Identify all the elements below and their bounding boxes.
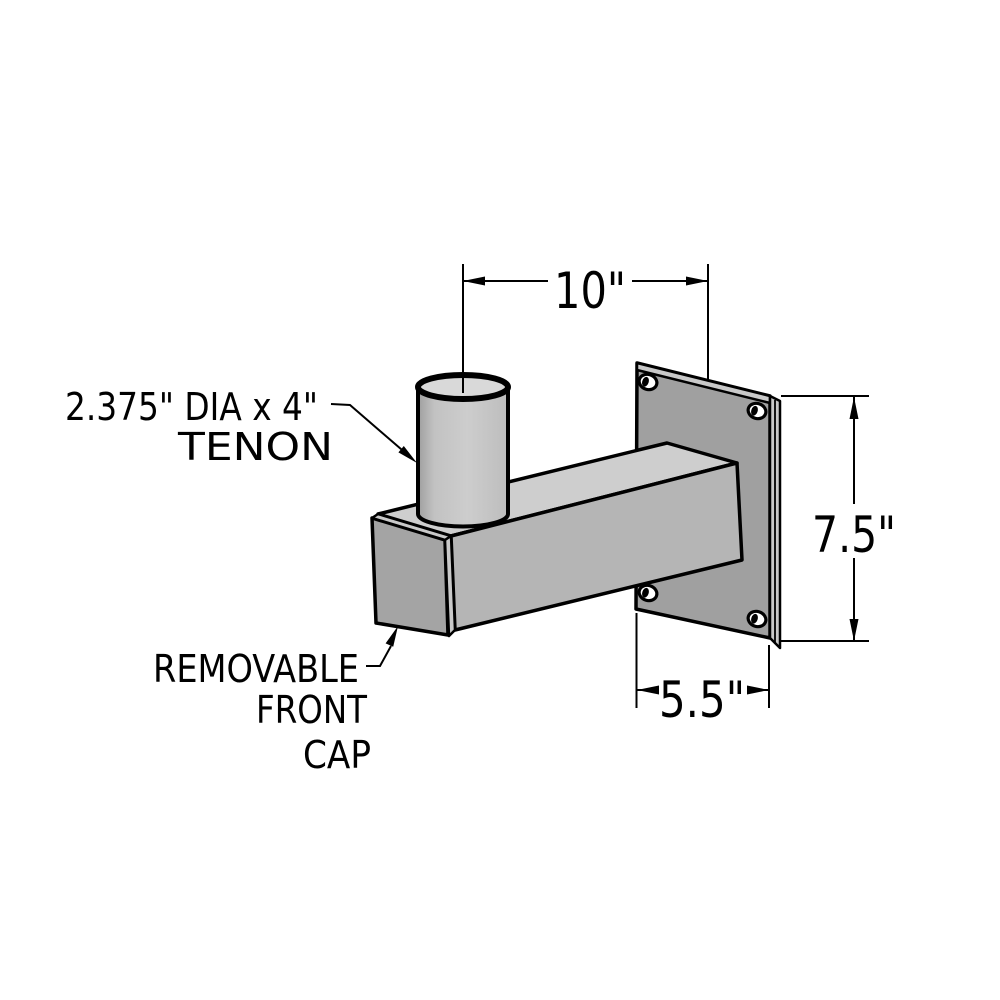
removable-front-cap [370,512,457,638]
leader-arrowhead-cap [385,626,398,647]
arrowhead-left [463,276,485,286]
leader-line-cap [366,645,392,667]
arrowhead-down [849,619,859,641]
bolt-hole-bottom-right [746,609,768,629]
arrowhead-right [686,276,708,286]
front-cap-annotation: REMOVABLE FRONT CAP [153,626,398,777]
dimension-depth-5-5in: 5.5" [635,613,770,729]
dimension-height-7-5in: 7.5" [781,395,896,642]
bolt-hole-top-left [637,372,659,392]
leader-arrowhead-tenon [398,446,417,463]
dimension-width-10in: 10" [462,262,709,393]
cap-label-line2: FRONT [256,688,368,732]
tenon-annotation: 2.375" DIA x 4" TENON [65,385,417,469]
tenon-cylinder-body [416,385,510,529]
tenon-label-line1: 2.375" DIA x 4" [65,385,318,429]
dimension-height-value: 7.5" [812,506,896,564]
tenon-cylinder [415,372,511,529]
cap-label-line3: CAP [303,733,371,777]
tenon-label-line2: TENON [177,425,333,469]
dimension-width-value: 10" [554,262,626,320]
arrowhead-right [747,685,769,695]
arrowhead-left [637,685,659,695]
cap-label-line1: REMOVABLE [153,647,359,691]
arrowhead-up [849,397,859,419]
bolt-hole-top-right [746,401,768,421]
front-cap-side-edge [443,534,457,638]
dimension-depth-value: 5.5" [659,671,745,729]
leader-line-tenon [330,403,406,454]
bolt-hole-bottom-left [637,583,659,603]
